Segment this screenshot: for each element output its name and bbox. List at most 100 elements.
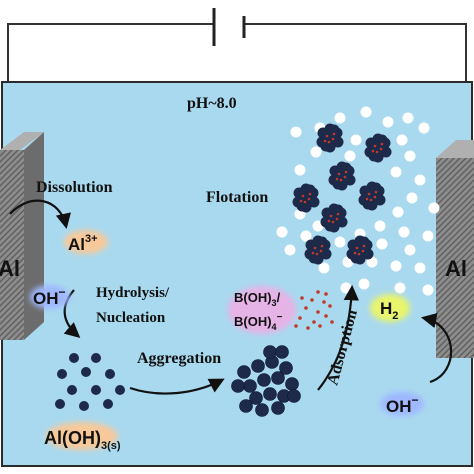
gas-bubble (390, 260, 402, 272)
floc-boron-dot (327, 140, 331, 144)
gas-bubble (344, 150, 356, 162)
ph-label: pH~8.0 (187, 95, 237, 112)
floc-boron-dot (339, 178, 343, 182)
floc-boron-dot (337, 172, 341, 176)
floc-boron-dot (320, 244, 324, 248)
floc-particle (362, 248, 374, 260)
aggregation-label: Aggregation (137, 350, 221, 367)
aloh3-particle (79, 401, 89, 411)
boron-dot (298, 316, 302, 320)
gas-bubble (294, 164, 306, 176)
gas-bubble (276, 226, 288, 238)
borate-glow (228, 286, 296, 334)
dissolution-arrow (9, 199, 71, 230)
floc-boron-dot (362, 244, 366, 248)
floc-boron-dot (379, 147, 383, 151)
gas-bubble (382, 116, 394, 128)
al-ion-label: Al3+ (68, 233, 98, 254)
aloh3-particle (57, 369, 67, 379)
gas-bubble (414, 262, 426, 274)
gas-bubble (376, 238, 388, 250)
left-electrode-label: Al (0, 256, 20, 281)
oh-right-glow (380, 392, 424, 416)
floc-boron-dot (371, 149, 375, 153)
aggregate-particle (251, 359, 265, 373)
floc-boron-dot (361, 249, 365, 253)
boron-dot (306, 326, 310, 330)
floc-particle (304, 184, 316, 196)
borate-label-1: B(OH)3/ (234, 290, 281, 308)
gas-bubble (406, 192, 418, 204)
boron-dot (304, 306, 308, 310)
boron-dot (330, 320, 334, 324)
floc-boron-dot (367, 192, 371, 196)
aggregate-particle (257, 373, 271, 387)
floc-particle (320, 248, 332, 260)
floc-boron-dot (335, 217, 339, 221)
floc-boron-dot (319, 249, 323, 253)
hydrolysis-label: Hydrolysis/ (96, 285, 170, 301)
aloh3-particle (105, 369, 115, 379)
gas-bubble (422, 284, 434, 296)
gas-bubble (422, 230, 434, 242)
aggregate-particle (287, 389, 301, 403)
aloh3-particle (103, 399, 113, 409)
hydroxide-label: Al(OH)3(s) (44, 428, 121, 452)
gas-bubble (390, 166, 402, 178)
gas-bubble (284, 244, 296, 256)
right-electrode-label: Al (445, 256, 467, 281)
gas-bubble (334, 112, 346, 124)
gas-bubble (394, 282, 406, 294)
boron-dot (300, 296, 304, 300)
boron-dot (328, 304, 332, 308)
floc-particle (316, 236, 328, 248)
boron-dot (322, 300, 326, 304)
gas-bubble (350, 134, 362, 146)
aggregation-arrow (129, 378, 225, 395)
boron-dot (318, 324, 322, 328)
boron-dot (310, 298, 314, 302)
floc-boron-dot (373, 144, 377, 148)
aggregate-cluster (231, 345, 301, 417)
aloh3-particle (55, 399, 65, 409)
aloh3-particles (55, 353, 125, 411)
floc (304, 235, 332, 265)
boron-dot (316, 310, 320, 314)
floc-boron-dot (373, 195, 377, 199)
aggregate-particle (275, 345, 289, 359)
gas-bubble (418, 122, 430, 134)
floc-boron-dot (374, 190, 378, 194)
floc-boron-dot (323, 139, 327, 143)
gas-bubble (310, 146, 322, 158)
process-arrows (9, 199, 453, 395)
aggregate-particle (243, 379, 257, 393)
right-al-electrode (436, 140, 474, 358)
floc (292, 183, 320, 213)
floc-clusters (292, 123, 392, 265)
boron-species-dots (294, 290, 334, 330)
aggregate-particle (231, 379, 245, 393)
hydrogen-glow (370, 294, 410, 322)
gas-bubble (398, 226, 410, 238)
floc (358, 181, 386, 211)
floc-particle (340, 162, 352, 174)
gas-bubble (396, 134, 408, 146)
gas-bubble (428, 202, 440, 214)
aggregate-particle (249, 391, 263, 405)
floc-boron-dot (375, 150, 379, 154)
gas-bubble (300, 230, 312, 242)
boron-dot (294, 324, 298, 328)
floc-boron-dot (299, 199, 303, 203)
battery-icon (212, 8, 246, 46)
boron-dot (312, 320, 316, 324)
aloh3-particle (115, 385, 125, 395)
gas-bubble (404, 150, 416, 162)
floc-particle (374, 194, 386, 206)
floc-particle (308, 196, 320, 208)
floc (316, 123, 344, 153)
dissolution-label: Dissolution (36, 179, 113, 196)
aggregate-particle (271, 371, 285, 385)
boron-dot (316, 290, 320, 294)
floc-particle (332, 204, 344, 216)
floc-boron-dot (332, 132, 336, 136)
